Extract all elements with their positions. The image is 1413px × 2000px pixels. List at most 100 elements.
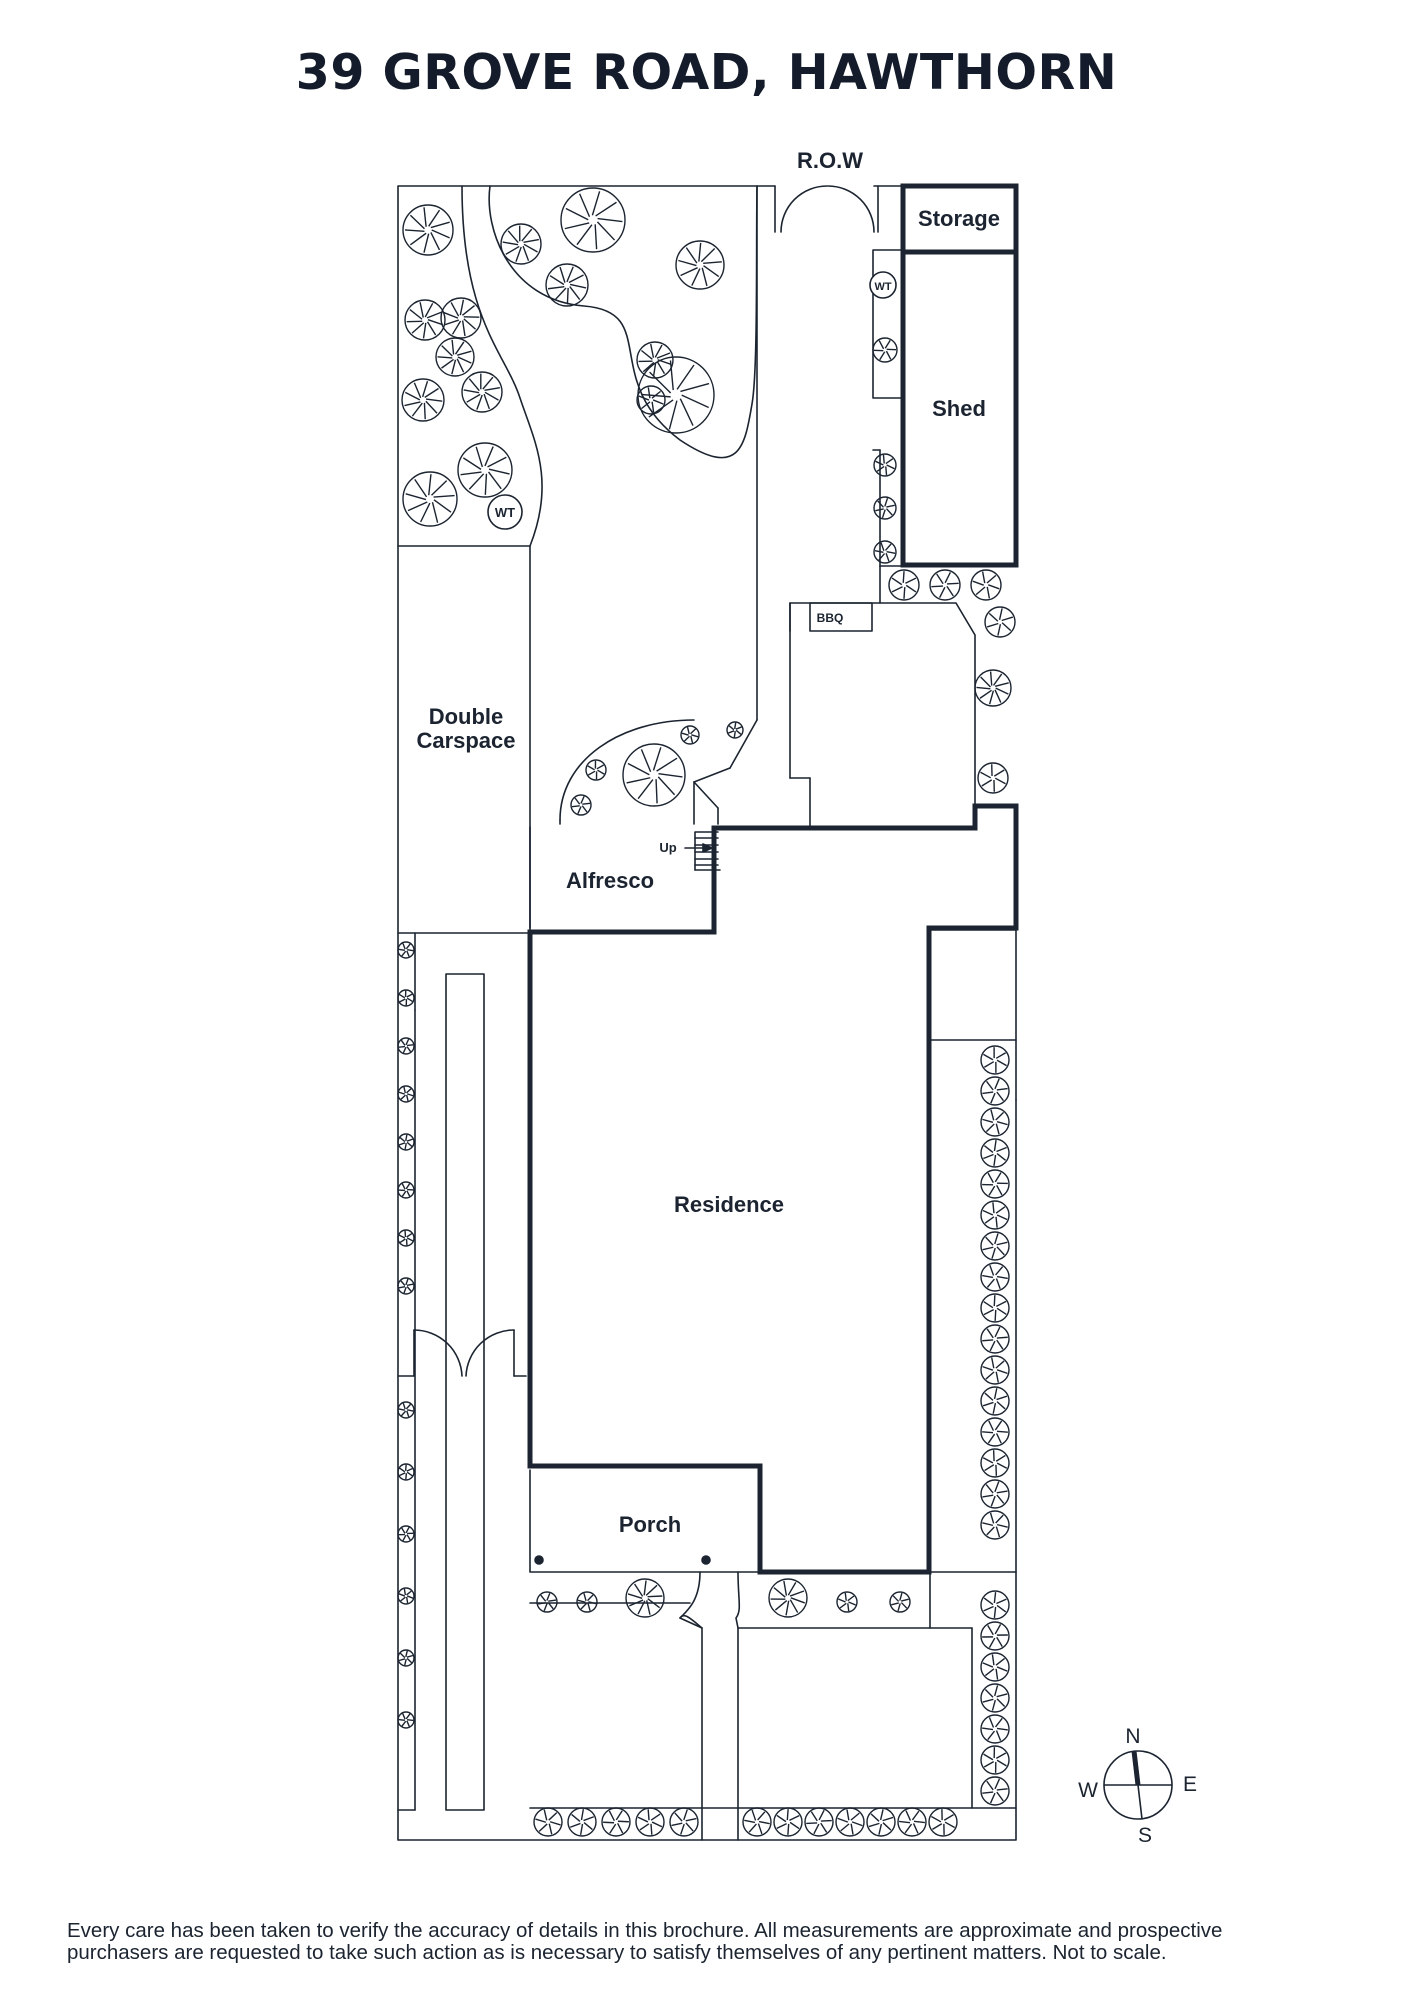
- tree-icon: [980, 1293, 1010, 1323]
- tree-icon: [977, 762, 1009, 794]
- tree-icon: [622, 743, 686, 807]
- shed-building: [900, 249, 1019, 568]
- tree-icon: [397, 1587, 415, 1605]
- trees: [397, 187, 1016, 1837]
- disclaimer-line-1: Every care has been taken to verify the …: [67, 1919, 1223, 1942]
- tree-icon: [675, 240, 725, 290]
- site-boundary: [397, 185, 1017, 1841]
- tree-icon: [461, 371, 503, 413]
- tree-icon: [397, 1711, 415, 1729]
- stairs-up-label: Up: [659, 840, 676, 855]
- tree-icon: [980, 1045, 1010, 1075]
- tree-icon: [397, 1181, 415, 1199]
- tree-icon: [980, 1448, 1010, 1478]
- tree-icon: [980, 1262, 1010, 1292]
- compass-north: N: [1125, 1725, 1140, 1748]
- disclaimer-line-2: purchasers are requested to take such ac…: [67, 1941, 1167, 1964]
- tree-icon: [402, 471, 458, 527]
- east-side-yard: [928, 929, 1017, 1101]
- compass-icon: N S E W: [1078, 1725, 1197, 1847]
- carspace-label-line2: Carspace: [416, 728, 515, 753]
- tree-icon: [397, 1037, 415, 1055]
- tree-icon: [545, 263, 589, 307]
- tree-icon: [669, 1807, 699, 1837]
- tree-icon: [742, 1807, 772, 1837]
- water-tank-icon: [869, 271, 897, 299]
- tree-icon: [980, 1169, 1010, 1199]
- tree-icon: [980, 1714, 1010, 1744]
- tree-icon: [980, 1652, 1010, 1682]
- compass-west: W: [1078, 1779, 1098, 1802]
- tree-icon: [974, 669, 1012, 707]
- tree-icon: [397, 1525, 415, 1543]
- tree-icon: [873, 496, 897, 520]
- tree-icon: [585, 759, 607, 781]
- tree-icon: [635, 1807, 665, 1837]
- row-label: R.O.W: [797, 148, 863, 173]
- driveway-gates: [397, 1329, 527, 1377]
- tree-icon: [980, 1510, 1010, 1540]
- carspace-label-line1: Double: [429, 704, 504, 729]
- compass-south: S: [1138, 1824, 1152, 1847]
- shed-label: Shed: [932, 396, 986, 421]
- row-gate: [780, 185, 875, 233]
- driveway: [397, 932, 530, 1811]
- compass-east: E: [1183, 1773, 1197, 1796]
- bbq-label: BBQ: [817, 611, 844, 625]
- tree-icon: [404, 299, 446, 341]
- tree-icon: [929, 569, 961, 601]
- water-tank-label: WT: [495, 505, 515, 520]
- tree-icon: [576, 1591, 598, 1613]
- alfresco-label: Alfresco: [566, 868, 654, 893]
- porch-column: [534, 1555, 544, 1565]
- tree-icon: [397, 1133, 415, 1151]
- tree-icon: [773, 1807, 803, 1837]
- tree-icon: [836, 1591, 858, 1613]
- tree-icon: [980, 1479, 1010, 1509]
- tree-icon: [397, 1463, 415, 1481]
- service-strip: [872, 249, 904, 604]
- tree-icon: [457, 442, 513, 498]
- tree-icon: [560, 187, 626, 253]
- tree-icon: [980, 1076, 1010, 1106]
- tree-icon: [980, 1745, 1010, 1775]
- tree-icon: [625, 1578, 665, 1618]
- tree-icon: [970, 569, 1002, 601]
- tree-icon: [984, 606, 1016, 638]
- tree-icon: [888, 569, 920, 601]
- tree-icon: [928, 1807, 958, 1837]
- tree-icon: [980, 1621, 1010, 1651]
- tree-icon: [835, 1807, 865, 1837]
- tree-icon: [401, 378, 445, 422]
- tree-icon: [980, 1776, 1010, 1806]
- tree-icon: [500, 223, 542, 265]
- storage-label: Storage: [918, 206, 1000, 231]
- tree-icon: [397, 1229, 415, 1247]
- tree-icon: [726, 721, 744, 739]
- tree-icon: [980, 1231, 1010, 1261]
- tree-icon: [980, 1324, 1010, 1354]
- tree-icon: [601, 1807, 631, 1837]
- tree-icon: [397, 1085, 415, 1103]
- residence-building: [527, 803, 1019, 1575]
- tree-icon: [897, 1807, 927, 1837]
- tree-icon: [397, 989, 415, 1007]
- tree-icon: [402, 204, 454, 256]
- tree-icon: [768, 1578, 808, 1618]
- tree-icon: [804, 1807, 834, 1837]
- tree-icon: [636, 385, 666, 415]
- tree-icon: [435, 337, 475, 377]
- tree-icon: [980, 1417, 1010, 1447]
- porch-column: [701, 1555, 711, 1565]
- tree-icon: [873, 453, 897, 477]
- porch-label: Porch: [619, 1512, 681, 1537]
- tree-icon: [533, 1807, 563, 1837]
- residence-label: Residence: [674, 1192, 784, 1217]
- tree-icon: [980, 1683, 1010, 1713]
- tree-icon: [397, 1649, 415, 1667]
- entertaining-area: [789, 602, 976, 827]
- tree-icon: [980, 1590, 1010, 1620]
- tree-icon: [980, 1138, 1010, 1168]
- water-tank-label: WT: [874, 281, 891, 293]
